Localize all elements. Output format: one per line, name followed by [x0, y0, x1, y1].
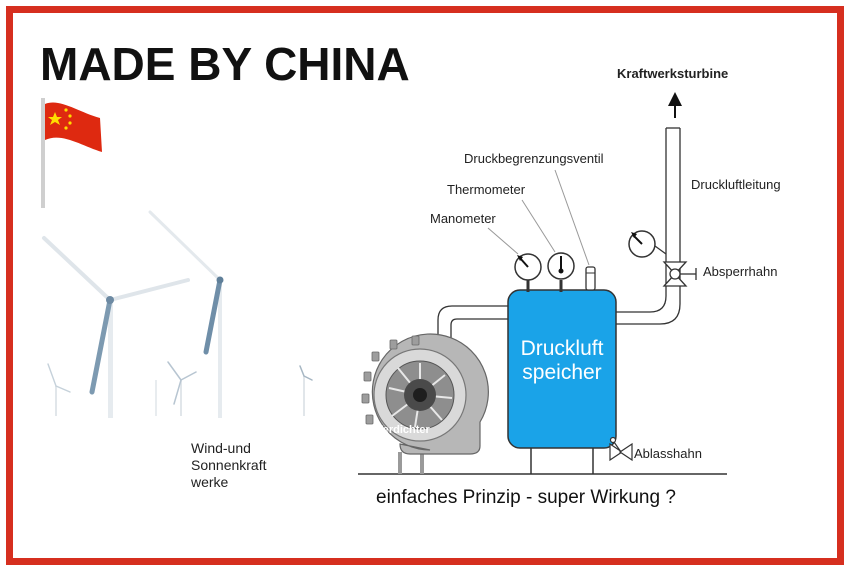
arrow-up-icon [668, 92, 682, 118]
page-title: MADE BY CHINA [40, 38, 410, 90]
intake-pipe [437, 305, 512, 352]
pressure-relief-valve-icon [585, 266, 596, 291]
china-flag-icon [41, 98, 102, 208]
gauge-icon [628, 230, 667, 258]
pressure-pipe [614, 127, 681, 325]
pipe-label: Druckluftleitung [691, 177, 781, 192]
thermometer-label: Thermometer [447, 182, 526, 197]
tank-label-line1: Druckluft [520, 337, 604, 360]
wind-solar-label: Wind-und Sonnenkraft werke [191, 440, 267, 491]
relief-valve-label: Druckbegrenzungsventil [464, 151, 604, 166]
valve-icon [609, 436, 633, 462]
drain-label: Ablasshahn [634, 446, 702, 461]
tank-label: Druckluft speicher [508, 337, 616, 385]
compressor-label: Verdichter [376, 424, 430, 436]
turbine-label: Kraftwerksturbine [617, 66, 729, 81]
compressor-icon [361, 333, 489, 455]
manometer-label: Manometer [430, 211, 496, 226]
gauge-icon [514, 253, 542, 292]
tank-label-line2: speicher [522, 361, 602, 384]
thermometer-icon [547, 252, 575, 292]
red-frame [6, 6, 844, 565]
wind-label-line1: Wind-und [191, 440, 251, 456]
valve-icon [662, 261, 697, 287]
shutoff-label: Absperrhahn [703, 264, 778, 279]
wind-label-line3: werke [191, 474, 229, 490]
caption: einfaches Prinzip - super Wirkung ? [376, 487, 676, 508]
wind-label-line2: Sonnenkraft [191, 457, 267, 473]
wind-turbine-icon [42, 210, 313, 418]
